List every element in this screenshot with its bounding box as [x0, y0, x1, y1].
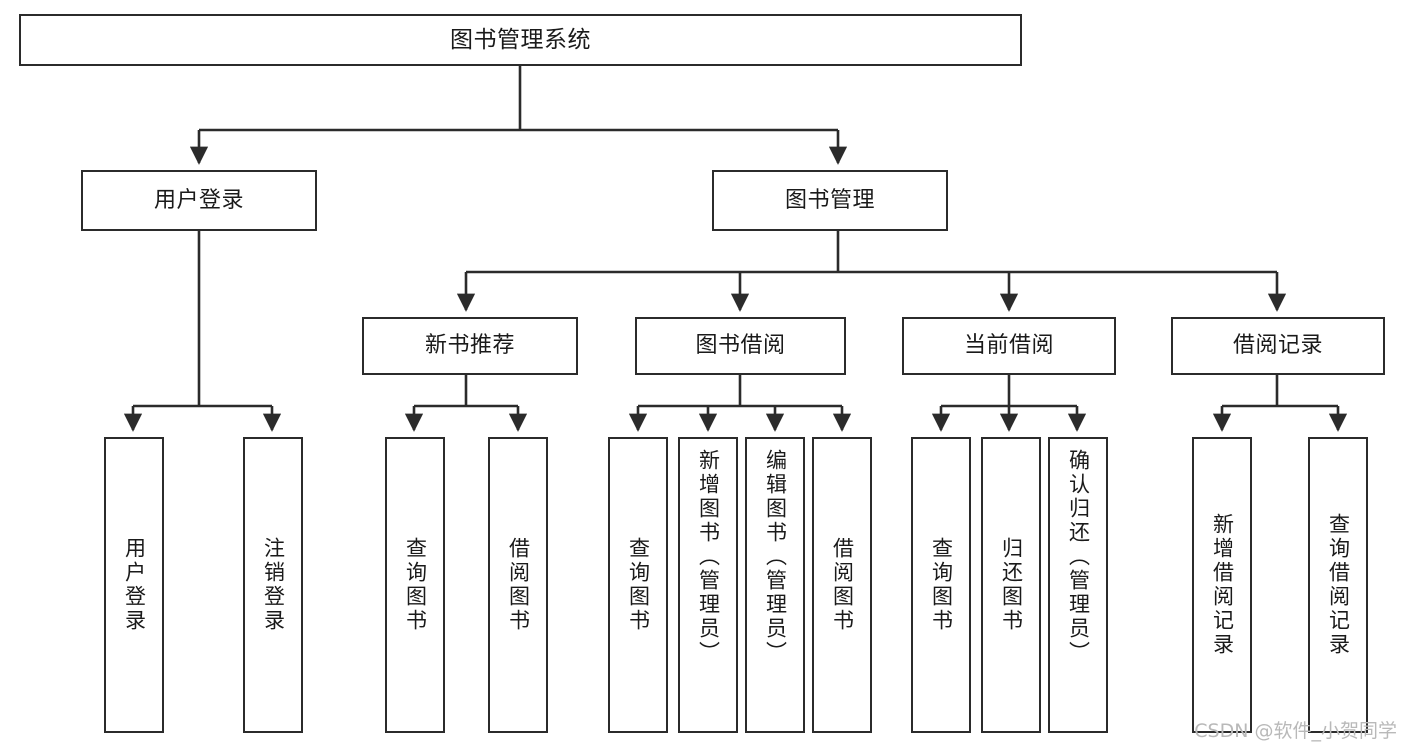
node-label: 确认归还（管理员）	[1066, 449, 1091, 665]
node-label: 查询图书	[403, 537, 428, 633]
node-borrowing-records[interactable]: 借阅记录	[1171, 317, 1385, 375]
node-label: 查询图书	[929, 537, 954, 633]
node-leaf-add-book-admin[interactable]: 新增图书（管理员）	[678, 437, 738, 733]
node-current-borrowing[interactable]: 当前借阅	[902, 317, 1116, 375]
node-label: 借阅图书	[830, 537, 855, 633]
node-label: 编辑图书（管理员）	[763, 449, 788, 665]
node-label: 借阅记录	[1232, 333, 1323, 359]
node-label: 图书管理系统	[450, 26, 591, 53]
node-label: 查询借阅记录	[1326, 513, 1351, 657]
node-leaf-user-login[interactable]: 用户登录	[104, 437, 164, 733]
node-label: 新增借阅记录	[1210, 513, 1235, 657]
node-leaf-query-books-recommend[interactable]: 查询图书	[385, 437, 445, 733]
node-user-login[interactable]: 用户登录	[81, 170, 317, 231]
node-leaf-query-borrow-record[interactable]: 查询借阅记录	[1308, 437, 1368, 733]
node-label: 图书借阅	[695, 333, 786, 359]
watermark-text: CSDN @软件_小贺同学	[1194, 720, 1397, 742]
node-root-book-management-system[interactable]: 图书管理系统	[19, 14, 1022, 66]
node-label: 归还图书	[999, 537, 1024, 633]
node-book-borrowing[interactable]: 图书借阅	[635, 317, 846, 375]
node-label: 图书管理	[784, 187, 875, 213]
node-label: 当前借阅	[963, 333, 1054, 359]
node-leaf-return-books[interactable]: 归还图书	[981, 437, 1041, 733]
node-book-management[interactable]: 图书管理	[712, 170, 948, 231]
node-leaf-borrow-books[interactable]: 借阅图书	[812, 437, 872, 733]
node-leaf-borrow-books-recommend[interactable]: 借阅图书	[488, 437, 548, 733]
node-leaf-query-books-borrow[interactable]: 查询图书	[608, 437, 668, 733]
node-label: 注销登录	[261, 537, 286, 633]
node-leaf-add-borrow-record[interactable]: 新增借阅记录	[1192, 437, 1252, 733]
node-label: 用户登录	[153, 187, 244, 213]
node-label: 新书推荐	[424, 333, 515, 359]
node-leaf-confirm-return-admin[interactable]: 确认归还（管理员）	[1048, 437, 1108, 733]
node-leaf-edit-book-admin[interactable]: 编辑图书（管理员）	[745, 437, 805, 733]
node-label: 用户登录	[122, 537, 147, 633]
node-leaf-query-books-current[interactable]: 查询图书	[911, 437, 971, 733]
node-new-book-recommendation[interactable]: 新书推荐	[362, 317, 578, 375]
node-label: 查询图书	[626, 537, 651, 633]
node-label: 新增图书（管理员）	[696, 449, 721, 665]
node-leaf-logout[interactable]: 注销登录	[243, 437, 303, 733]
node-label: 借阅图书	[506, 537, 531, 633]
